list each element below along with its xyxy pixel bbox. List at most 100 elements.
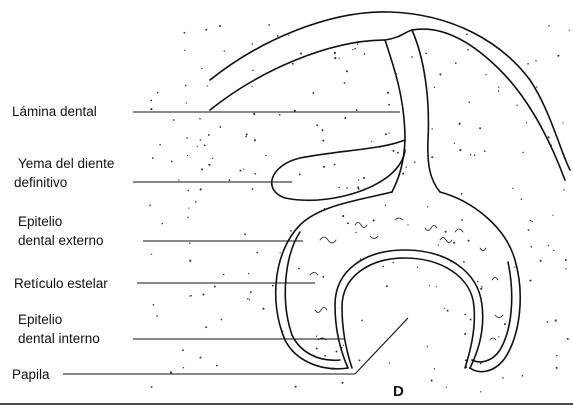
stipple-dot [262,308,264,310]
stipple-dot [178,179,179,180]
stipple-dot [316,348,318,350]
stipple-dot [344,117,346,119]
stipple-dot [445,231,447,233]
stipple-dot [429,285,430,286]
stipple-dot [432,128,433,129]
stipple-dot [207,85,208,86]
stipple-dot [182,349,184,351]
stipple-dot [279,114,281,116]
stipple-dot [208,164,210,166]
stipple-dot [150,108,152,110]
stipple-dot [170,371,172,373]
stipple-dot [480,391,481,392]
stipple-dot [324,355,326,357]
stipple-dot [358,179,359,180]
stipple-dot [516,105,517,106]
stipple-dot [201,168,203,170]
stipple-dot [200,139,202,141]
stipple-dot [502,377,504,379]
stipple-dot [397,152,399,154]
stipple-dot [279,252,280,253]
mesenchyme-stipple [149,24,570,392]
stipple-dot [371,141,372,142]
stipple-dot [229,179,231,181]
stipple-dot [548,25,550,27]
stipple-dot [436,286,437,287]
successional-bud [272,140,405,200]
stipple-dot [157,92,159,94]
stipple-dot [334,57,336,59]
stipple-dot [186,137,188,139]
dental-lamina-right [412,30,440,192]
stipple-dot [484,150,486,152]
stipple-dot [247,298,249,300]
stipple-dot [173,119,175,121]
outer-enamel-epithelium [276,192,521,372]
stipple-dot [205,326,207,328]
stipple-dot [346,187,348,189]
stipple-dot [344,82,346,84]
stipple-dot [201,68,202,69]
stipple-dot [252,69,254,71]
stipple-dot [528,229,530,231]
stipple-dot [498,87,499,88]
stipple-dot [250,291,252,293]
stipple-dot [190,295,191,296]
stipple-dot [277,35,279,37]
stipple-dot [298,268,300,270]
stipple-dot [540,260,542,262]
stipple-dot [161,223,162,224]
stipple-dot [385,205,386,206]
stipple-dot [512,188,513,189]
stipple-dot [208,134,210,136]
stipple-dot [189,260,191,262]
stipple-dot [498,90,500,92]
stipple-dot [252,43,254,45]
stipple-dot [385,133,387,135]
stipple-dot [322,140,324,142]
stipple-dot [187,155,188,156]
stipple-dot [357,44,358,45]
stipple-dot [565,268,566,269]
stipple-dot [364,53,366,55]
stipple-dot [461,193,463,195]
stipple-dot [359,359,361,361]
stipple-dot [200,357,202,359]
stipple-dot [251,86,252,87]
stipple-dot [411,56,413,58]
stipple-dot [529,280,531,282]
stipple-dot [356,109,358,111]
stipple-dot [526,122,527,123]
stipple-dot [316,336,317,337]
stipple-dot [557,55,559,57]
stipple-dot [312,92,314,94]
stipple-dot [361,320,363,322]
stipple-dot [446,387,447,388]
stipple-dot [438,244,439,245]
stipple-dot [223,274,225,276]
stipple-dot [248,273,249,274]
stipple-dot [316,124,318,126]
stipple-dot [536,86,537,87]
stipple-dot [546,321,548,323]
stipple-dot [563,189,564,190]
stipple-dot [339,187,340,188]
oral-epithelium-inner [210,29,565,180]
stipple-dot [469,102,471,104]
stipple-dot [431,156,433,158]
stipple-dot [336,351,338,353]
stipple-dot [530,246,532,248]
stipple-dot [522,152,523,153]
stipple-dot [567,338,569,340]
stipple-dot [292,63,294,65]
stipple-dot [153,304,155,306]
stipple-dot [187,217,188,218]
stipple-dot [479,127,481,129]
stipple-dot [565,259,567,261]
stipple-dot [265,155,267,157]
stipple-dot [195,201,197,203]
label-yema-line2: definitivo [14,175,67,190]
stipple-dot [427,346,428,347]
stipple-dot [185,85,187,87]
